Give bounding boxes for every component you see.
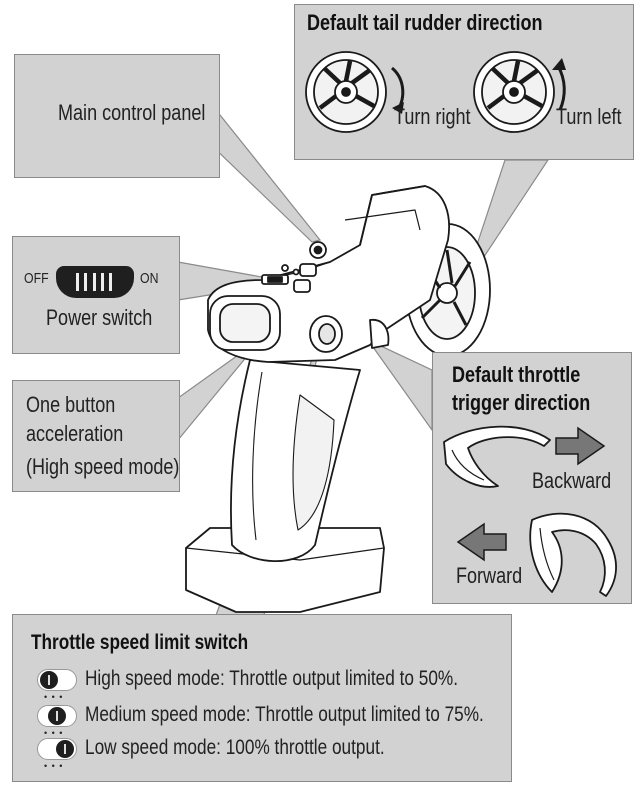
power-off-label: OFF: [24, 270, 49, 287]
throttle-trigger: [369, 319, 390, 349]
power-switch-icon: [56, 266, 134, 298]
speed-limit-title: Throttle speed limit switch: [31, 631, 249, 654]
remote-body: [185, 185, 491, 613]
label-backward: Backward: [532, 468, 612, 493]
leader-throttle-trigger: [366, 338, 433, 432]
callout-main-control-panel: [14, 54, 220, 178]
label-forward: Forward: [456, 563, 523, 588]
trigger-forward-icon: [529, 512, 617, 597]
arrow-forward-icon: [456, 522, 507, 562]
switch-medium-icon: • • •: [37, 705, 77, 738]
tail-rudder-title: Default tail rudder direction: [307, 10, 543, 35]
label-one-button-line2: acceleration: [26, 421, 124, 446]
wheel-turn-left-icon: [473, 51, 555, 133]
callout-speed-limit-switch: Throttle speed limit switch • • • High s…: [12, 614, 512, 782]
wheel-turn-right-icon: [305, 51, 387, 133]
throttle-trigger-title-line2: trigger direction: [452, 390, 591, 415]
switch-high-icon: • • •: [37, 669, 77, 702]
throttle-trigger-icons: [443, 425, 617, 597]
label-main-control-panel: Main control panel: [58, 100, 206, 125]
trigger-backward-icon: [443, 425, 551, 488]
arrow-backward-icon: [555, 426, 606, 466]
label-one-button-line3: (High speed mode): [26, 454, 180, 479]
switch-low-icon: • • •: [37, 738, 77, 771]
label-power-switch: Power switch: [46, 305, 153, 330]
throttle-trigger-title-line1: Default throttle: [452, 362, 581, 387]
label-turn-left: Turn left: [556, 104, 622, 129]
label-turn-right: Turn right: [394, 104, 471, 129]
power-on-label: ON: [140, 270, 159, 287]
front-button: [219, 303, 271, 343]
label-one-button-line1: One button: [26, 392, 116, 417]
callout-one-button-acceleration: [12, 380, 180, 492]
